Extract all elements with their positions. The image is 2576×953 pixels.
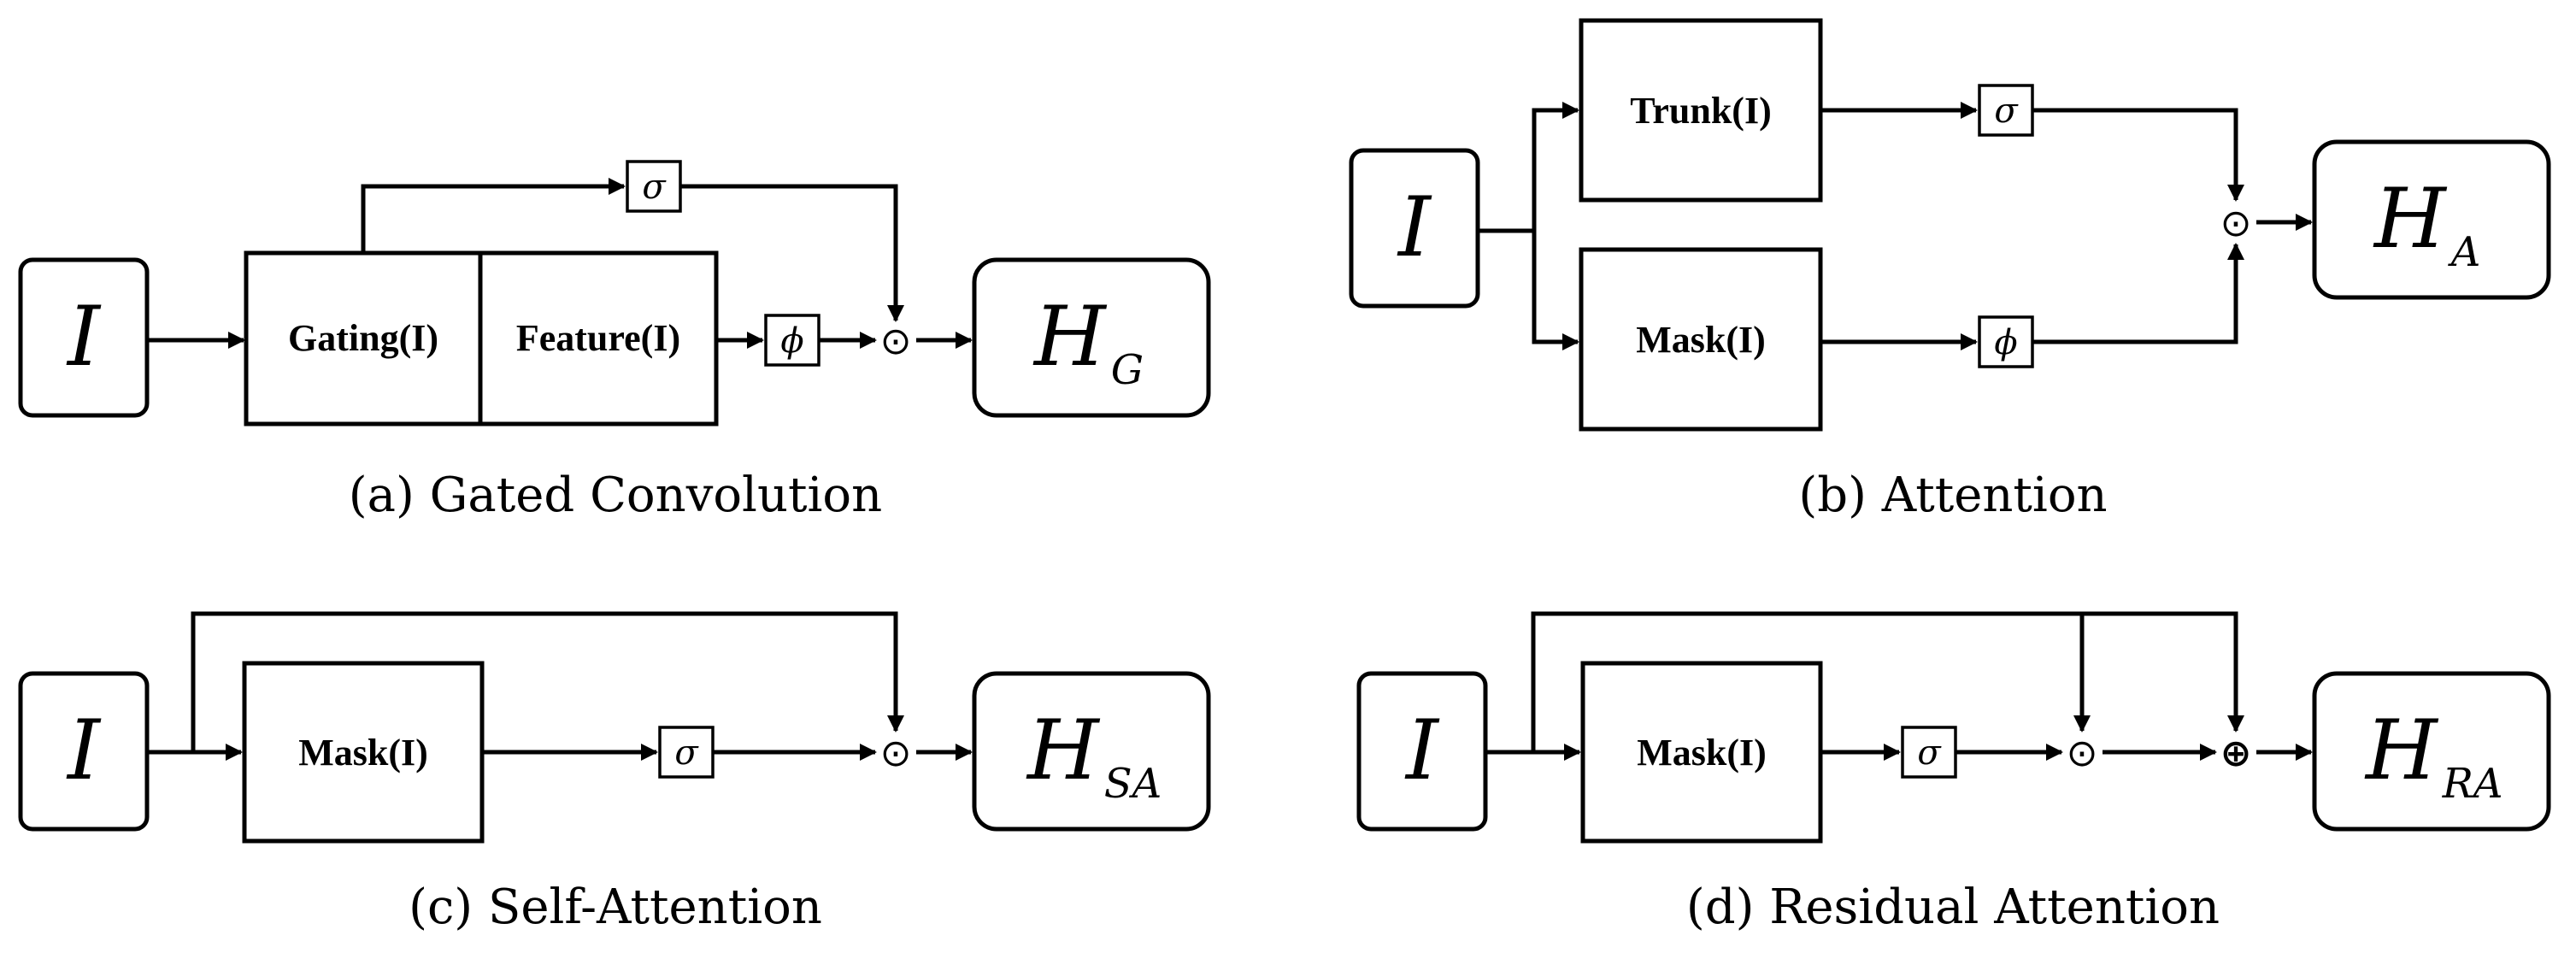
- input-box: [18, 257, 150, 418]
- arrow-phi-to-combine: [2032, 243, 2244, 344]
- trunk-box: [1579, 18, 1823, 203]
- hadamard-icon: ⊙: [880, 320, 912, 363]
- input-label: I: [1397, 179, 1432, 275]
- sigma-icon: σ: [642, 168, 667, 207]
- arrow-gating-to-sigma: [361, 178, 626, 253]
- hadamard-icon: ⊙: [2067, 732, 2098, 775]
- phi-box: [1978, 315, 2034, 368]
- sigma-box: [1901, 726, 1957, 779]
- caption-d: (d) Residual Attention: [1686, 879, 2220, 935]
- sigma-box: [1978, 84, 2034, 137]
- output-box: [972, 671, 1211, 832]
- sigma-icon: σ: [1994, 91, 2019, 131]
- add-icon: ⊕: [2220, 732, 2252, 775]
- arrow-input-to-mask: [1532, 231, 1579, 350]
- arrow-sigma-to-combine: [680, 184, 904, 322]
- output-box: [2312, 671, 2551, 832]
- mask-label: Mask(I): [1637, 732, 1767, 774]
- caption-c: (c) Self-Attention: [409, 879, 822, 935]
- phi-icon: ϕ: [780, 321, 803, 361]
- mask-box: [1580, 661, 1823, 844]
- output-box: [2312, 139, 2551, 300]
- sigma-icon: σ: [1917, 733, 1942, 773]
- gating-label: Gating(I): [288, 317, 438, 359]
- mask-label: Mask(I): [1636, 319, 1766, 361]
- mask-label: Mask(I): [298, 732, 428, 774]
- caption-a: (a) Gated Convolution: [349, 468, 882, 523]
- sigma-icon: σ: [674, 733, 699, 773]
- input-box: [1349, 148, 1480, 309]
- phi-icon: ϕ: [1994, 323, 2017, 362]
- hadamard-icon: ⊙: [880, 732, 912, 775]
- feature-label: Feature(I): [516, 317, 680, 359]
- input-label: I: [1404, 703, 1440, 798]
- arrow-skip-to-combine: [191, 611, 904, 752]
- mask-box: [242, 661, 485, 844]
- output-box: [972, 257, 1211, 418]
- arrow-sigma-to-combine: [2032, 108, 2244, 202]
- arrow-input-to-trunk: [1478, 102, 1579, 233]
- input-label: I: [66, 289, 102, 385]
- phi-box: [764, 314, 820, 367]
- caption-b: (b) Attention: [1798, 468, 2107, 523]
- arrow-skip-to-add: [1531, 611, 2244, 752]
- input-label: I: [66, 703, 102, 798]
- trunk-label: Trunk(I): [1630, 90, 1771, 132]
- mask-box: [1579, 247, 1823, 432]
- hadamard-icon: ⊙: [2220, 202, 2252, 245]
